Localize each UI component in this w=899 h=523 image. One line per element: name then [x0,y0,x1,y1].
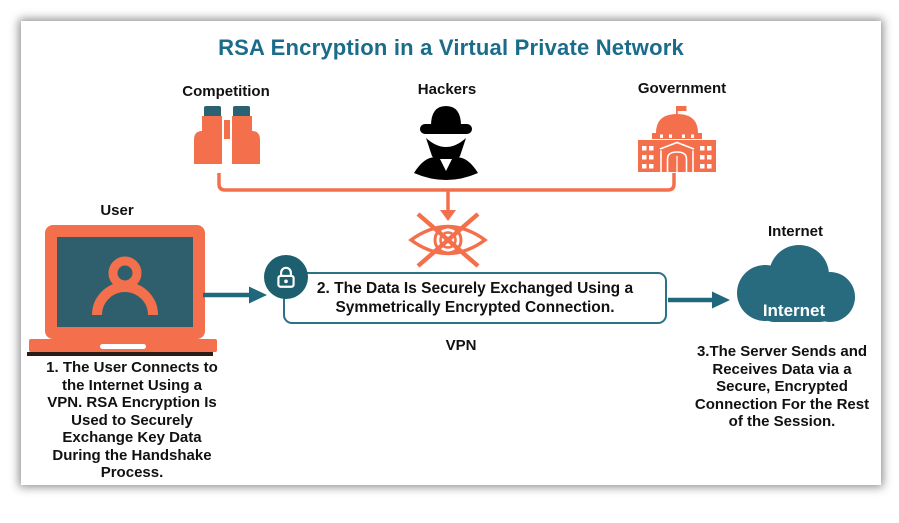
cloud-internet-text: Internet [762,301,826,320]
vpn-message-box: 2. The Data Is Securely Exchanged Using … [283,272,667,324]
threats-bracket-arrow [211,171,681,223]
government-building-icon [631,106,723,172]
government-label: Government [637,80,727,97]
diagram-card: RSA Encryption in a Virtual Private Netw… [21,21,881,485]
internet-label: Internet [767,223,823,240]
user-label: User [100,202,134,219]
no-spying-eye-icon [405,209,491,271]
binoculars-icon [193,106,261,172]
arrow-vpn-to-internet [668,291,730,309]
competition-label: Competition [182,83,270,100]
arrow-user-to-vpn [203,286,267,304]
laptop-user-icon [27,223,219,359]
hackers-label: Hackers [417,81,477,98]
cloud-icon [731,239,857,325]
page-title: RSA Encryption in a Virtual Private Netw… [218,35,684,60]
padlock-icon [264,255,308,299]
spy-icon [412,100,480,180]
vpn-label: VPN [445,337,477,354]
